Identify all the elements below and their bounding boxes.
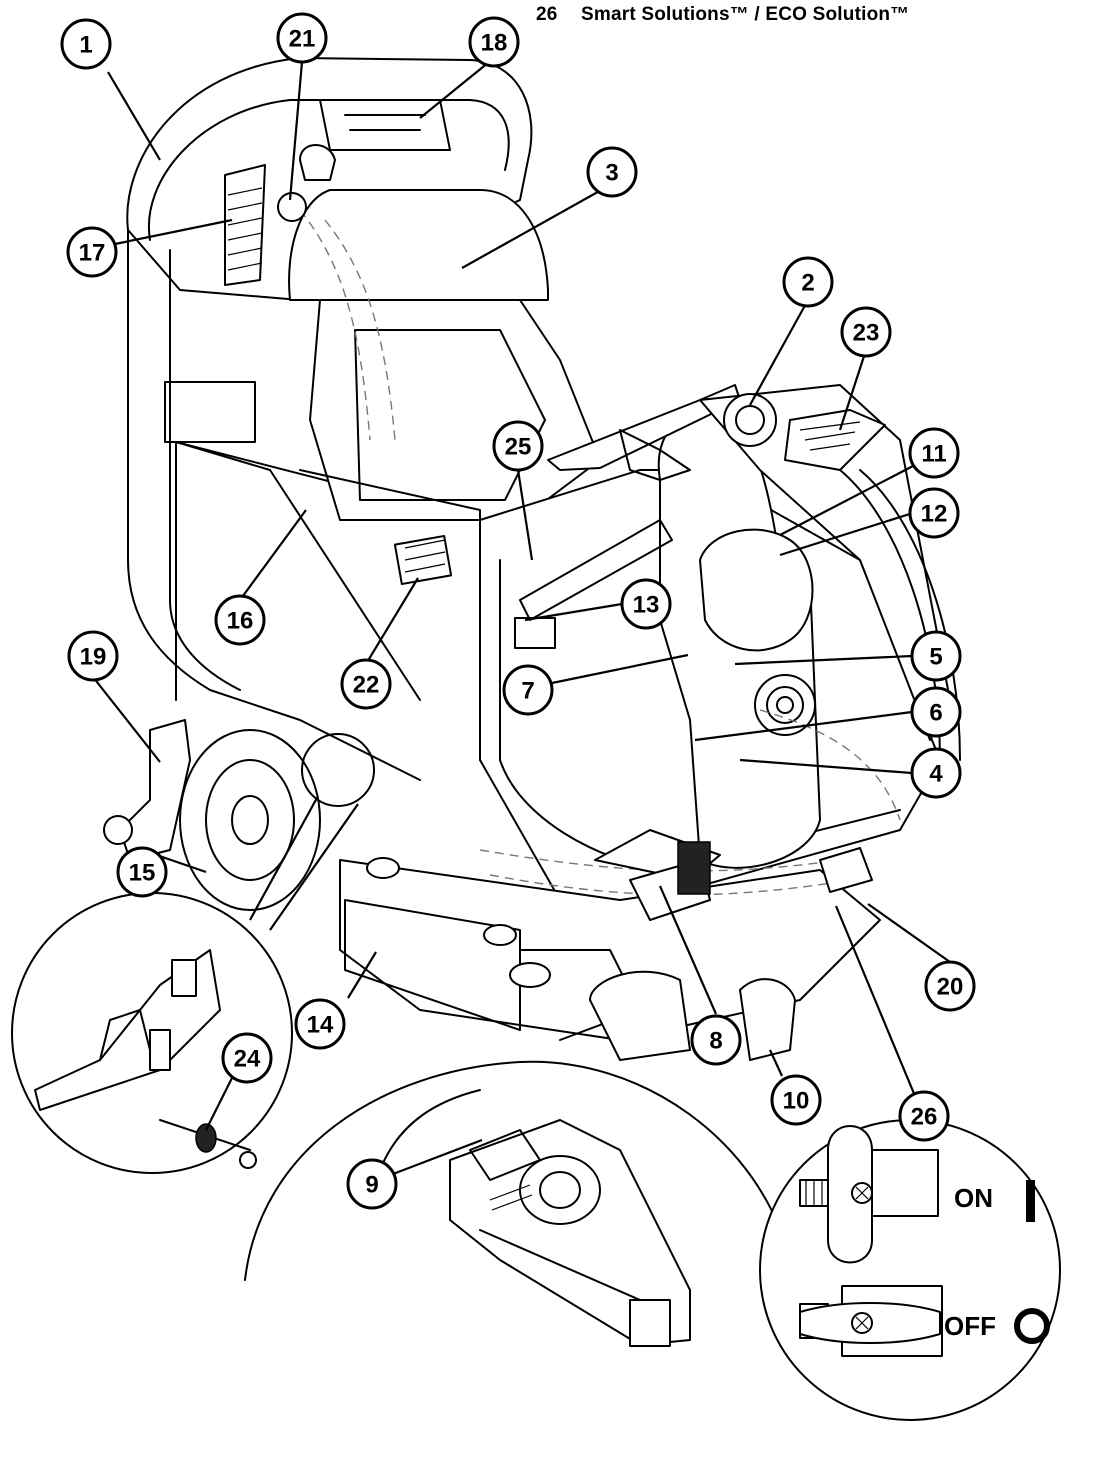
page-number: 26 — [536, 4, 558, 25]
svg-text:15: 15 — [129, 860, 156, 887]
svg-text:10: 10 — [783, 1088, 810, 1115]
svg-text:16: 16 — [227, 608, 254, 635]
svg-text:13: 13 — [633, 592, 660, 619]
svg-text:11: 11 — [921, 441, 946, 468]
svg-text:9: 9 — [365, 1172, 378, 1199]
callout-24: 24 — [221, 1032, 273, 1084]
valve-on-label: ON — [954, 1183, 993, 1213]
callout-11: 11 — [908, 427, 960, 479]
callout-21: 21 — [276, 12, 328, 64]
svg-text:24: 24 — [234, 1046, 261, 1073]
callout-25: 25 — [492, 420, 544, 472]
callout-2: 2 — [782, 256, 834, 308]
callout-4: 4 — [910, 747, 962, 799]
svg-text:18: 18 — [481, 30, 508, 57]
callout-13: 13 — [620, 578, 672, 630]
callout-10: 10 — [770, 1074, 822, 1126]
machine-body — [103, 57, 961, 1061]
callout-5: 5 — [910, 630, 962, 682]
callout-12: 12 — [908, 487, 960, 539]
svg-text:2: 2 — [801, 270, 814, 297]
callout-20: 20 — [924, 960, 976, 1012]
section-title: Smart Solutions™ / ECO Solution™ — [581, 4, 910, 25]
callout-17: 17 — [66, 226, 118, 278]
valve-off-label: OFF — [944, 1311, 996, 1341]
svg-text:21: 21 — [289, 26, 316, 53]
valve-off-illustration — [799, 1285, 943, 1357]
svg-text:23: 23 — [853, 320, 880, 347]
callout-3: 3 — [586, 146, 638, 198]
callout-1: 1 — [60, 18, 112, 70]
svg-text:3: 3 — [605, 160, 618, 187]
svg-text:22: 22 — [353, 672, 380, 699]
callout-23: 23 — [840, 306, 892, 358]
page-header: 26 Smart Solutions™ / ECO Solution™ — [536, 4, 909, 26]
callout-18: 18 — [468, 16, 520, 68]
leader-lines — [92, 57, 951, 1176]
svg-text:14: 14 — [307, 1012, 334, 1039]
svg-text:6: 6 — [929, 700, 942, 727]
svg-text:4: 4 — [929, 761, 943, 788]
callout-9: 9 — [346, 1158, 398, 1210]
valve-on-illustration — [799, 1125, 939, 1264]
svg-text:1: 1 — [79, 32, 92, 59]
callout-22: 22 — [340, 658, 392, 710]
on-symbol-bar — [1026, 1180, 1035, 1222]
callout-6: 6 — [910, 686, 962, 738]
inset-9 — [244, 1060, 791, 1347]
inset-26-valve: ON OFF — [759, 905, 1061, 1421]
callout-8: 8 — [690, 1014, 742, 1066]
callout-26: 26 — [898, 1090, 950, 1142]
callout-19: 19 — [67, 630, 119, 682]
callout-16: 16 — [214, 594, 266, 646]
inset-24 — [11, 795, 359, 1174]
svg-text:8: 8 — [709, 1028, 722, 1055]
svg-text:5: 5 — [929, 644, 942, 671]
callout-14: 14 — [294, 998, 346, 1050]
callout-15: 15 — [116, 846, 168, 898]
callouts: 1 21 18 3 17 2 23 11 12 25 13 19 16 22 5… — [60, 12, 976, 1210]
svg-text:20: 20 — [937, 974, 964, 1001]
svg-text:19: 19 — [80, 644, 107, 671]
svg-text:12: 12 — [921, 501, 948, 528]
svg-text:7: 7 — [521, 678, 534, 705]
svg-text:25: 25 — [505, 434, 532, 461]
callout-7: 7 — [502, 664, 554, 716]
svg-text:17: 17 — [79, 240, 106, 267]
off-symbol-circle — [1014, 1308, 1050, 1344]
svg-text:26: 26 — [911, 1104, 938, 1131]
